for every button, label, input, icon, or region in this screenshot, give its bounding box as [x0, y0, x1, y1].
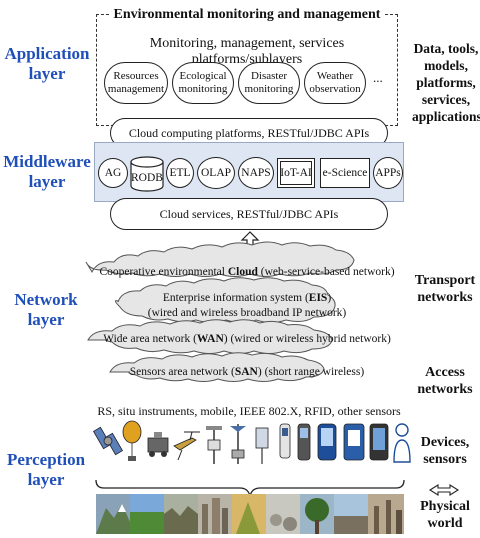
mid-item-rodb: RODB [130, 156, 164, 192]
mid-item-naps: NAPS [238, 157, 274, 189]
brace-shape [95, 479, 405, 497]
sensors-line: RS, situ instruments, mobile, IEEE 802.X… [97, 404, 401, 418]
tablet-icon [369, 423, 389, 461]
physical-world-label: Physical world [420, 499, 470, 531]
mid-item-ag: AG [98, 158, 128, 188]
industry-photo [368, 494, 404, 534]
san-label: Sensors area network (SAN) (short range … [129, 366, 365, 378]
weather-station-icon [206, 426, 222, 464]
network-layer-label: Network layer [14, 290, 78, 329]
phone-icon [317, 423, 337, 461]
satellite-icon [92, 426, 124, 456]
more-items-ellipsis: ... [373, 70, 383, 85]
probe-icon [279, 423, 291, 459]
rover-icon [147, 432, 169, 457]
cooperative-cloud-label: Cooperative environmental Cloud (web-ser… [99, 266, 395, 278]
application-layer-label: Application layer [4, 44, 90, 83]
eis-sublabel: (wired and wireless broadband IP network… [147, 307, 347, 319]
double-arrow-icon [240, 231, 260, 257]
city-photo [198, 494, 232, 534]
mid-item-e-science: e-Science [320, 158, 370, 188]
cloud-services: Cloud services, RESTful/JDBC APIs [110, 198, 388, 230]
weather-observation-node: Weather observation [304, 62, 366, 104]
sensor-icon [255, 427, 269, 464]
forest-photo [164, 494, 198, 534]
disaster-monitoring-node: Disaster monitoring [238, 62, 300, 104]
handheld-icon [297, 423, 311, 461]
mid-item-apps: APPs [373, 157, 403, 189]
access-networks-label: Access networks [417, 365, 473, 397]
ecological-monitoring-node: Ecological monitoring [172, 62, 234, 104]
database-icon [130, 156, 164, 192]
perception-layer-label: Perception layer [6, 450, 86, 489]
coast-photo [334, 494, 368, 534]
application-title: Environmental monitoring and management [96, 7, 398, 23]
rfid-tag-icon [343, 423, 365, 461]
dry-land-photo [232, 494, 266, 534]
mountain-photo [96, 494, 130, 534]
person-icon [393, 423, 411, 463]
rocky-field-photo [266, 494, 300, 534]
mast-icon [230, 424, 246, 464]
balloon-icon [122, 420, 142, 461]
grassland-photo [130, 494, 164, 534]
eis-label: Enterprise information system (EIS) [162, 292, 332, 304]
wan-label: Wide area network (WAN) (wired or wirele… [103, 333, 391, 345]
mid-item-olap: OLAP [197, 157, 235, 189]
mid-item-etl: ETL [166, 158, 194, 188]
transport-networks-label: Transport networks [414, 273, 476, 305]
physical-world-arrow-icon [428, 484, 460, 496]
middleware-layer-label: Middleware layer [3, 152, 91, 191]
drone-icon [173, 431, 200, 461]
data-tools-label: Data, tools, models, platforms, services… [412, 41, 480, 124]
tree-photo [300, 494, 334, 534]
mid-item-iot-ai: IoT-AI [277, 158, 315, 188]
resources-management-node: Resources management [104, 62, 168, 104]
devices-sensors-label: Devices, sensors [420, 435, 470, 467]
